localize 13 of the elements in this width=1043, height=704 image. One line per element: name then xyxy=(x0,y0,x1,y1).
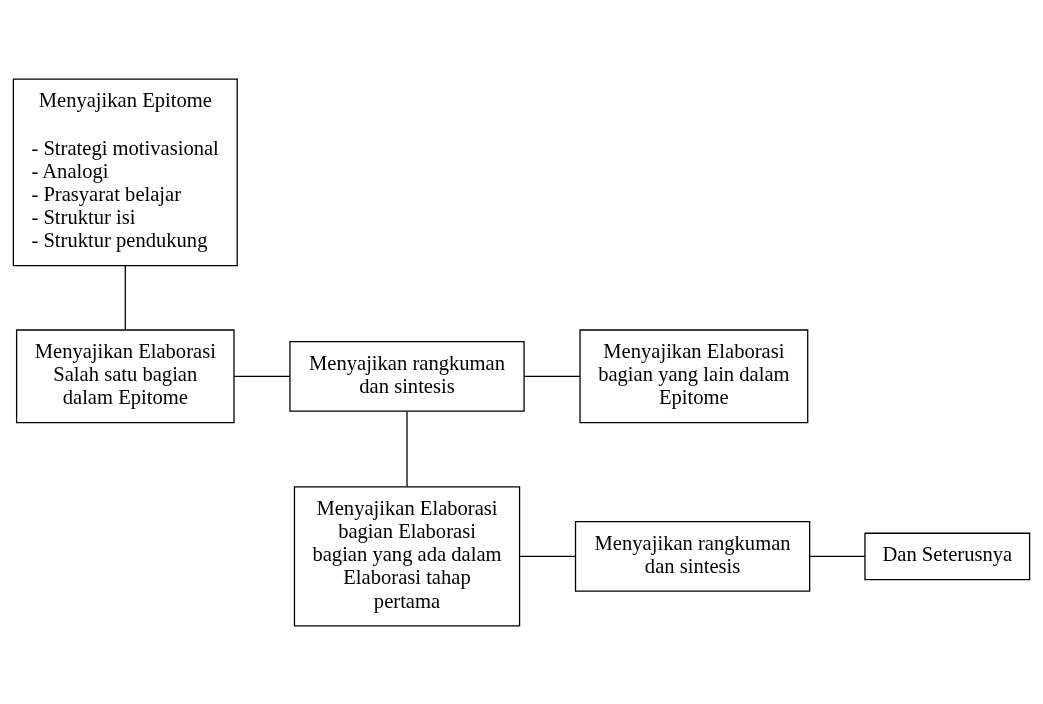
node-box: Dan Seterusnya xyxy=(864,532,1031,580)
connector xyxy=(124,264,126,331)
connector xyxy=(519,555,577,557)
node-box: Menyajikan Epitome - Strategi motivasional - Analogi - Prasyarat belajar - Struktur isi - Struktur pendukung xyxy=(12,78,238,266)
connector xyxy=(233,375,291,377)
connector xyxy=(406,410,408,487)
connector xyxy=(809,555,866,557)
node-box: Menyajikan rangkuman dan sintesis xyxy=(574,520,811,592)
node-box: Menyajikan Elaborasi bagian yang lain dalam Epitome xyxy=(579,328,809,423)
node-box: Menyajikan rangkuman dan sintesis xyxy=(289,340,525,412)
connector xyxy=(523,375,581,377)
node-box: Menyajikan Elaborasi bagian Elaborasi bagian yang ada dalam Elaborasi tahap pertama xyxy=(293,485,521,626)
node-box: Menyajikan Elaborasi Salah satu bagian dalam Epitome xyxy=(15,328,235,423)
